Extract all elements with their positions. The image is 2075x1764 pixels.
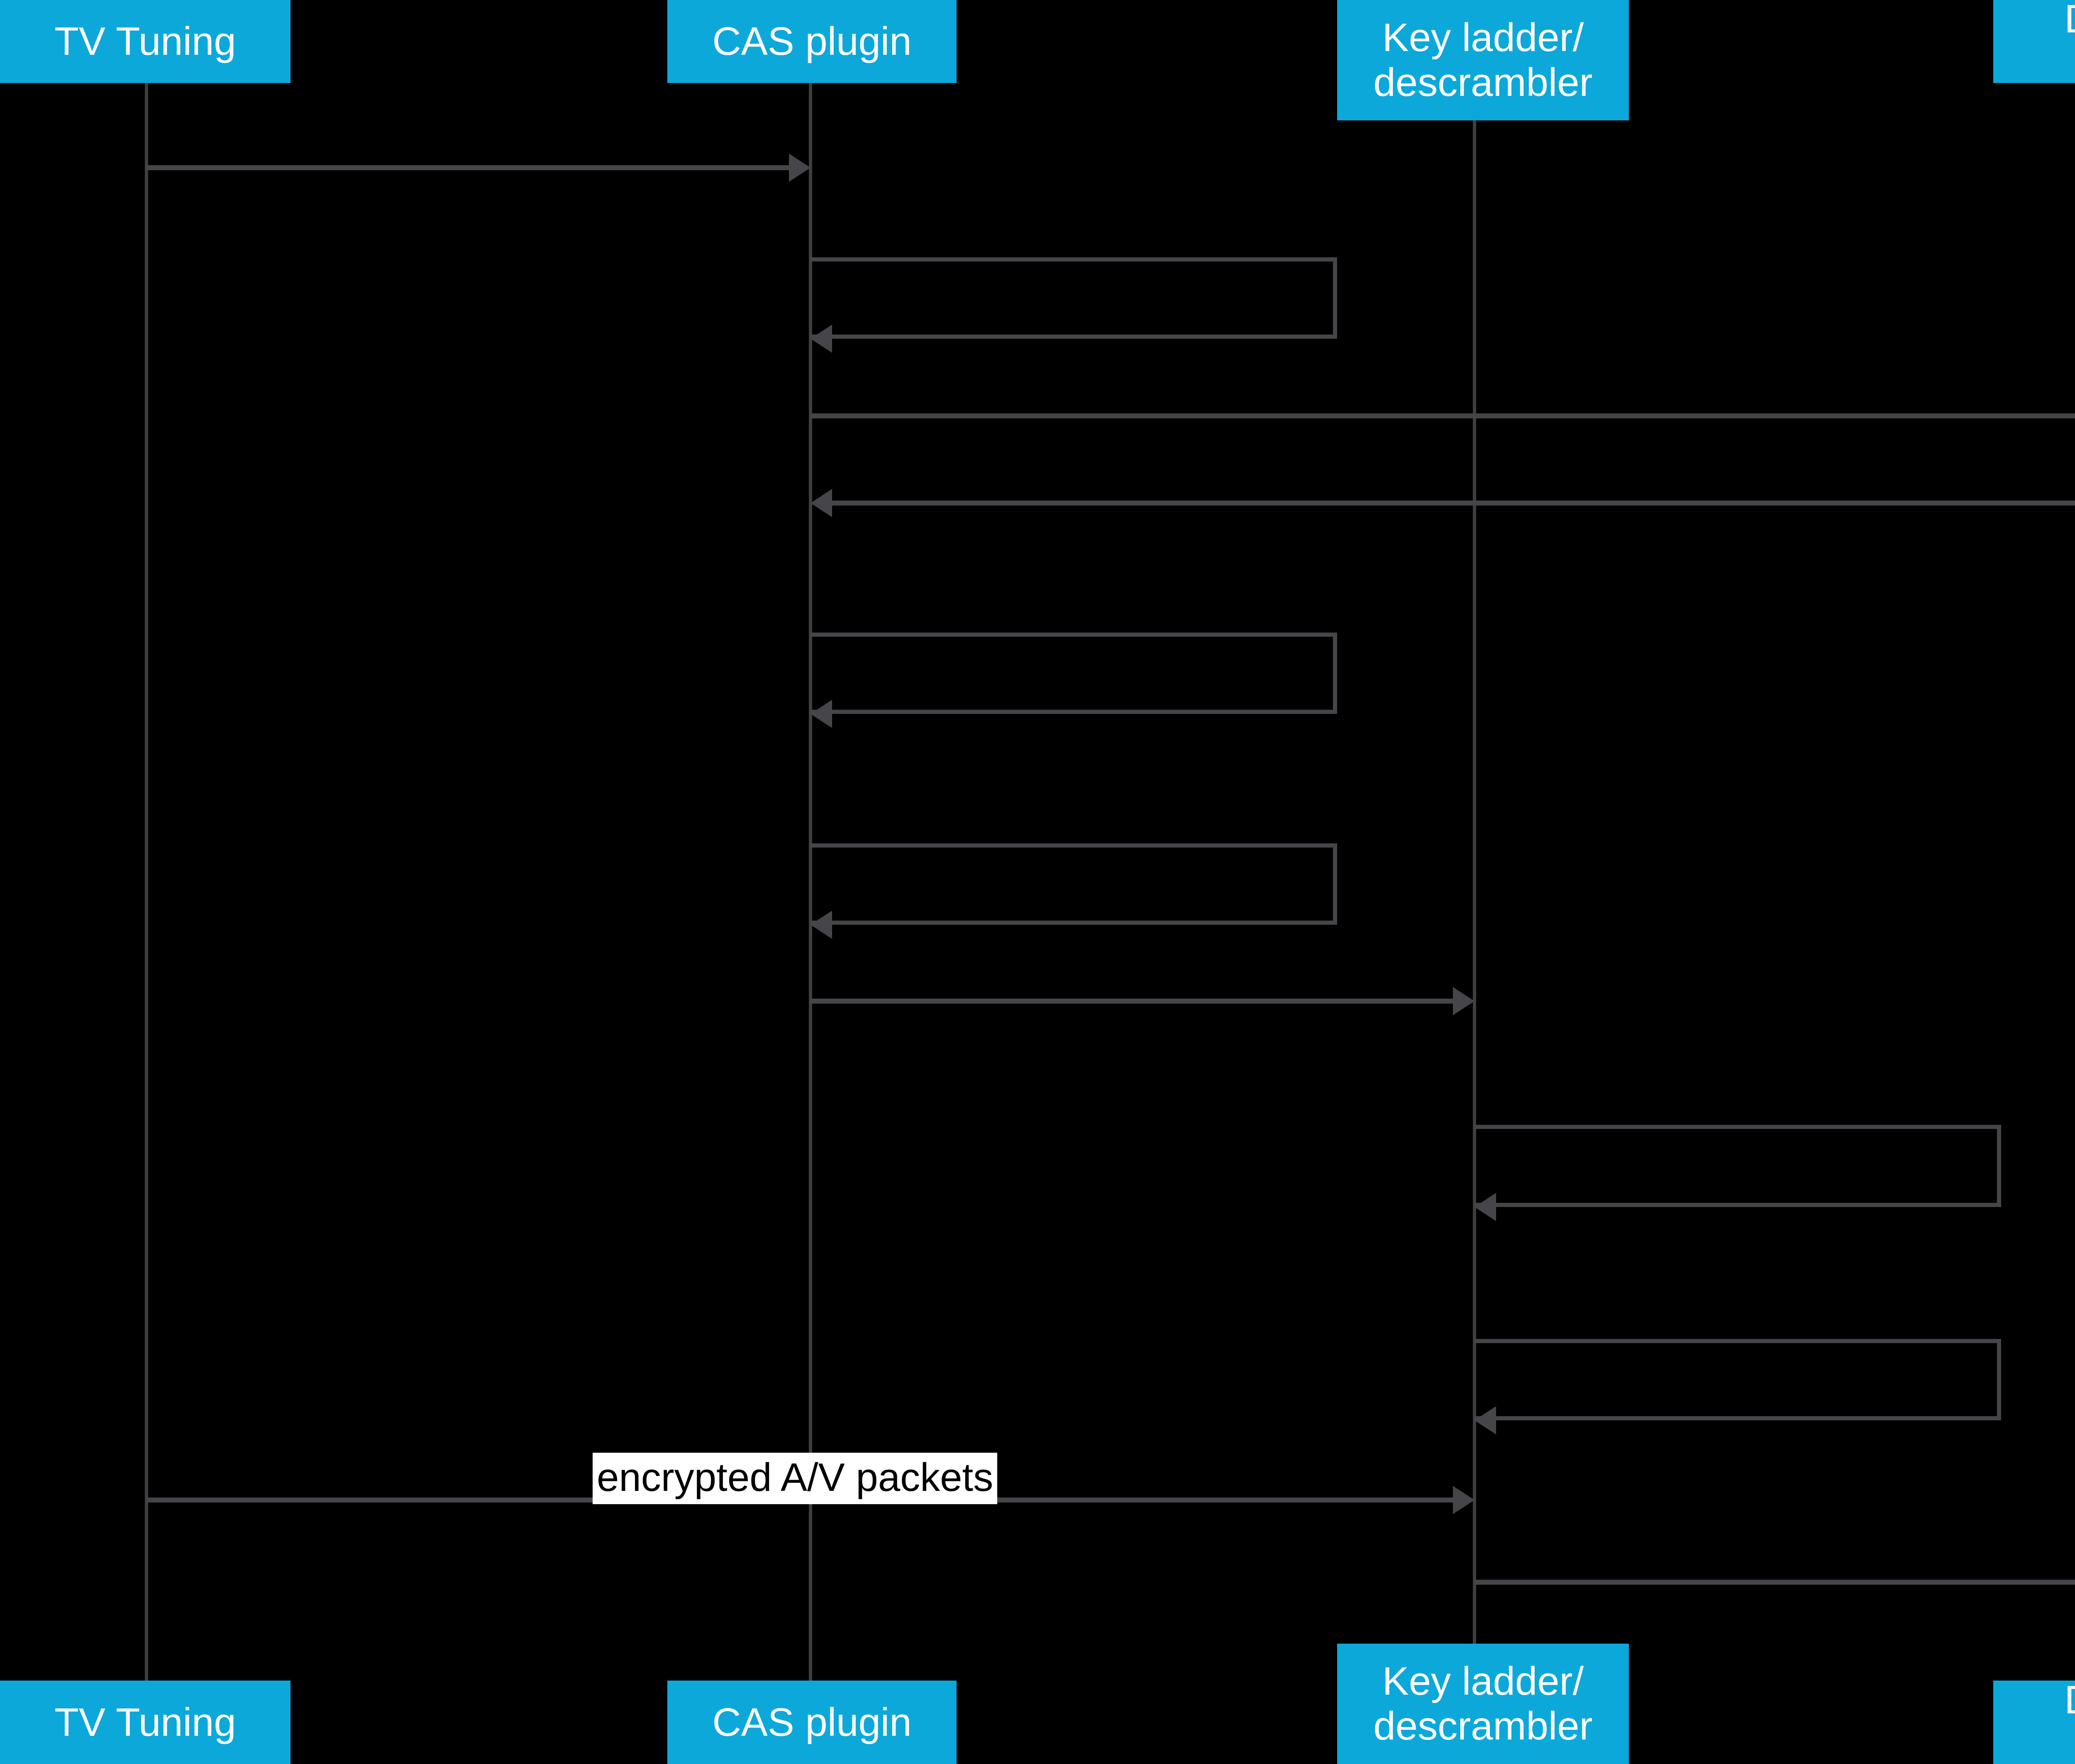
actor-header-decode-display[interactable]: Decode, display (1993, 0, 2075, 83)
actor-header-cas-plugin[interactable]: CAS plugin (667, 0, 957, 83)
self-call-m5 (810, 633, 1337, 714)
self-call-m9 (1474, 1339, 2001, 1420)
message-line-m11 (1474, 1580, 2075, 1585)
arrowhead-m5 (810, 700, 832, 728)
arrowhead-m6 (810, 911, 832, 939)
arrowhead-m1 (789, 154, 810, 182)
arrowhead-m2 (810, 325, 832, 353)
message-label-encrypted-av-packets: encrypted A/V packets (593, 1453, 998, 1504)
actor-footer-decode-display[interactable]: Decode, display (1993, 1678, 2075, 1764)
actor-header-key-ladder[interactable]: Key ladder/ descrambler (1337, 0, 1629, 120)
lifeline-tv-tuning (145, 83, 148, 1681)
actor-footer-tv-tuning[interactable]: TV Tuning (0, 1681, 290, 1764)
arrowhead-m7 (1453, 987, 1474, 1015)
actor-header-tv-tuning[interactable]: TV Tuning (0, 0, 290, 83)
self-call-m2 (810, 257, 1337, 339)
arrowhead-m9 (1474, 1406, 1496, 1434)
self-call-m6 (810, 843, 1337, 925)
arrowhead-m8 (1474, 1193, 1496, 1221)
lifeline-key-ladder (1473, 120, 1476, 1644)
arrowhead-m10 (1453, 1486, 1474, 1514)
message-line-m4 (832, 501, 2075, 506)
actor-footer-cas-plugin[interactable]: CAS plugin (667, 1681, 957, 1764)
self-call-m8 (1474, 1125, 2001, 1207)
lifeline-cas-plugin (809, 83, 812, 1681)
message-line-m3 (810, 413, 2075, 418)
message-line-m1 (146, 165, 789, 170)
actor-footer-key-ladder[interactable]: Key ladder/ descrambler (1337, 1644, 1629, 1764)
arrowhead-m4 (810, 489, 832, 517)
message-line-m7 (810, 999, 1453, 1004)
